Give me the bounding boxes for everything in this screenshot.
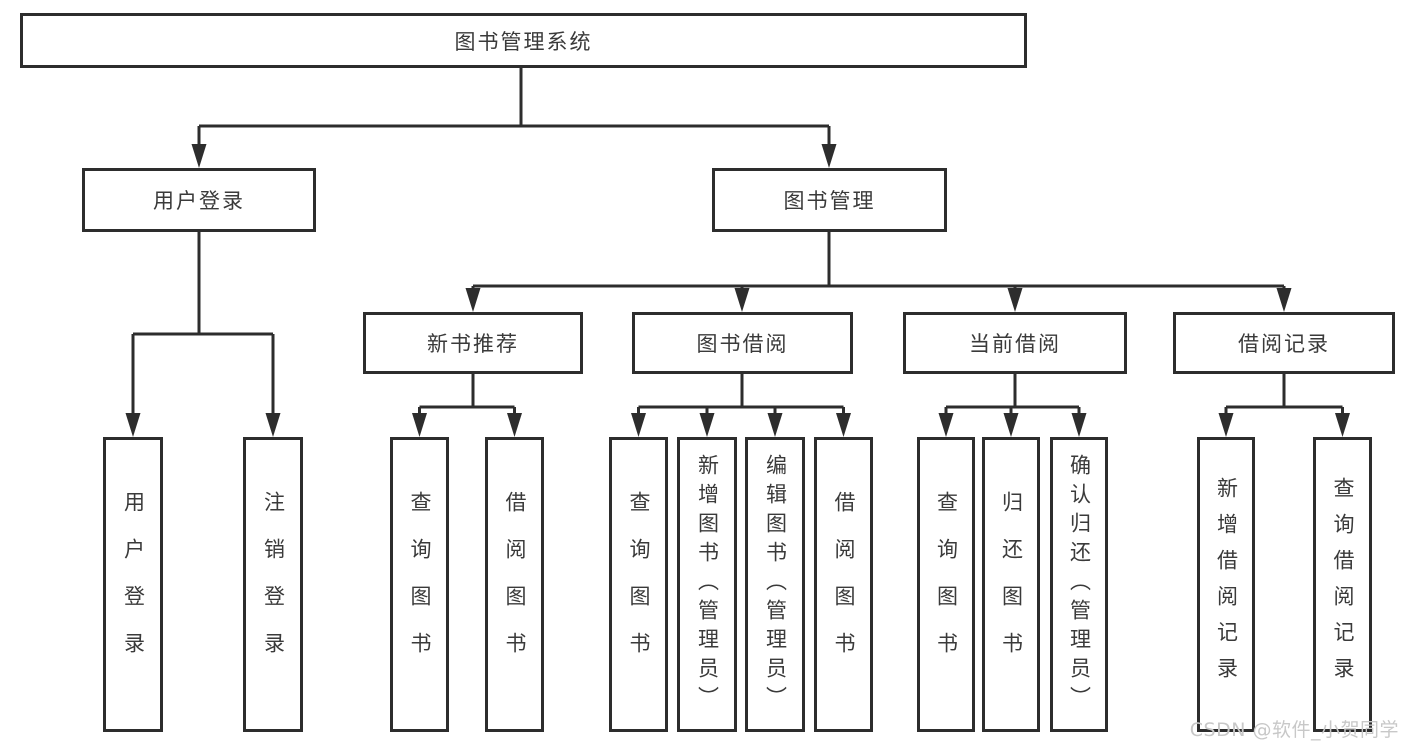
root-to-level2-lines (197, 68, 831, 148)
node-new-book-recommendation: 新书推荐 (363, 312, 583, 374)
arrow-down-icon (836, 413, 851, 437)
leaf-label: 用户登录 (121, 490, 146, 679)
arrow-down-icon (507, 413, 522, 437)
leaf-label: 借阅图书 (503, 490, 527, 679)
leaf-query-books: 查询图书 (609, 437, 668, 732)
leaf-label: 新增图书（管理员） (695, 454, 720, 715)
leaf-confirm-return-admin: 确认归还（管理员） (1050, 437, 1108, 732)
node-borrowing-records: 借阅记录 (1173, 312, 1395, 374)
leaf-query-borrow-record: 查询借阅记录 (1313, 437, 1372, 732)
arrow-down-icon (631, 413, 646, 437)
leaf-label: 编辑图书（管理员） (763, 454, 788, 715)
arrow-down-icon (125, 413, 141, 437)
node-book-borrowing: 图书借阅 (632, 312, 853, 374)
leaf-user-login: 用户登录 (103, 437, 163, 732)
leaf-borrow-books: 借阅图书 (485, 437, 544, 732)
leaf-label: 查询图书 (627, 490, 651, 679)
book-management-to-level3-lines (471, 232, 1286, 294)
arrow-down-icon (1003, 413, 1019, 437)
leaf-label: 查询图书 (408, 490, 432, 679)
node-book-management: 图书管理 (712, 168, 947, 232)
leaf-query-books: 查询图书 (390, 437, 449, 732)
arrow-down-icon (465, 288, 481, 312)
leaf-add-borrow-record: 新增借阅记录 (1197, 437, 1255, 732)
watermark: CSDN @软件_小贺同学 (1189, 719, 1399, 741)
leaf-add-books-admin: 新增图书（管理员） (677, 437, 737, 732)
arrow-down-icon (265, 413, 281, 437)
leaf-edit-books-admin: 编辑图书（管理员） (745, 437, 805, 732)
leaf-label: 归还图书 (999, 490, 1024, 679)
leaf-label: 确认归还（管理员） (1067, 454, 1092, 715)
arrow-down-icons (125, 144, 1350, 437)
leaf-label: 借阅图书 (832, 490, 856, 679)
arrow-down-icon (412, 413, 427, 437)
arrow-down-icon (821, 144, 837, 168)
arrow-down-icon (1335, 413, 1350, 437)
node-user-login: 用户登录 (82, 168, 316, 232)
leaf-query-books: 查询图书 (917, 437, 975, 732)
arrow-down-icon (1007, 288, 1023, 312)
leaf-label: 查询图书 (934, 490, 959, 679)
leaf-return-books: 归还图书 (982, 437, 1040, 732)
user-login-to-leaves-lines (131, 232, 275, 417)
arrow-down-icon (699, 413, 715, 437)
leaf-logout: 注销登录 (243, 437, 303, 732)
leaf-borrow-books: 借阅图书 (814, 437, 873, 732)
arrow-down-icon (1218, 413, 1234, 437)
arrow-down-icon (1276, 288, 1292, 312)
node-current-borrowing: 当前借阅 (903, 312, 1127, 374)
node-root-library-management-system: 图书管理系统 (20, 13, 1027, 68)
level3-to-leaves-lines (418, 374, 1344, 417)
leaf-label: 新增借阅记录 (1214, 476, 1239, 693)
arrow-down-icon (734, 288, 750, 312)
leaf-label: 查询借阅记录 (1331, 476, 1355, 693)
arrow-down-icon (191, 144, 207, 168)
leaf-label: 注销登录 (261, 490, 286, 679)
arrow-down-icon (938, 413, 954, 437)
arrow-down-icon (767, 413, 783, 437)
arrow-down-icon (1071, 413, 1087, 437)
